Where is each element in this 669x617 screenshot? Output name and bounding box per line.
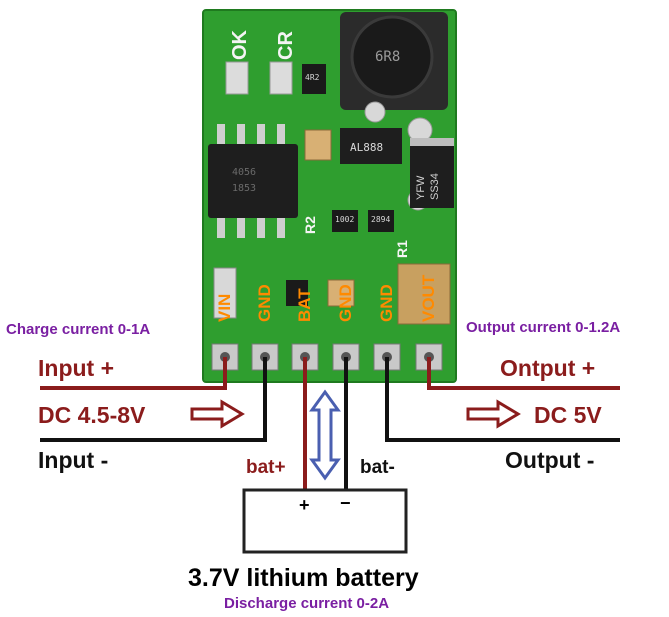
inductor-coil [350,15,434,99]
input-arrow [190,399,245,429]
inductor-marking: 6R8 [375,49,401,65]
battery-terminal-minus: − [340,493,351,513]
resistor-c-marking: 4R2 [305,73,320,82]
pad-a [364,101,386,123]
boost-ic-marking: AL888 [350,141,384,154]
led-ok [225,61,249,95]
pin-label-gnd-1: GND [255,284,274,322]
output-plus-label: Ontput + [500,355,596,381]
capacitor-a [304,129,332,161]
bat-minus-label: bat- [360,457,395,478]
diode [410,138,454,208]
output-voltage-label: DC 5V [534,402,602,428]
resistor-d [286,280,308,306]
silk-ok: OK [229,30,251,60]
silk-r2: R2 [302,216,318,234]
charger-ic-marking-b: 1853 [232,183,257,194]
pin-label-gnd-2: GND [336,284,355,322]
discharge-current-label: Discharge current 0-2A [224,595,390,612]
charger-ic-marking: 4056 [232,167,257,178]
pad-vin [213,267,237,319]
silk-cr: CR [275,31,297,60]
charger-ic [208,144,298,218]
battery-box [242,488,408,554]
diode-marking: SS34 [429,173,441,200]
resistor-b [368,210,394,232]
output-arrow [466,399,521,429]
charge-discharge-arrow [309,389,341,481]
battery-terminal-plus: + [299,495,310,515]
wire-output-plus [427,357,620,390]
diode-band [410,138,454,146]
output-minus-label: Output - [505,447,595,473]
resistor-a-marking: 1002 [335,215,355,224]
input-minus-label: Input - [38,447,109,473]
resistor-a [332,210,358,232]
silk-r1: R1 [394,240,410,258]
input-plus-label: Input + [38,355,115,381]
charge-current-label: Charge current 0-1A [6,321,151,338]
pin-header [211,343,443,371]
wire-input-plus [40,357,227,390]
resistor-c [302,64,326,94]
led-cr [269,61,293,95]
capacitor-c [397,263,451,325]
charger-ic-legs [217,124,285,238]
capacitor-b [327,279,355,307]
pin-label-vout: VOUT [419,274,438,322]
resistor-b-marking: 2894 [371,215,391,224]
diode-maker-marking: YFW [415,175,427,200]
pin-label-vin: VIN [215,293,234,322]
boost-ic [340,128,402,164]
pin-label-gnd-3: GND [377,284,396,322]
pin-label-bat: BAT [295,288,314,322]
wire-output-minus [385,357,620,442]
bat-plus-label: bat+ [246,457,286,478]
wire-input-minus [40,357,267,442]
output-current-label: Output current 0-1.2A [466,319,621,336]
input-voltage-label: DC 4.5-8V [38,402,146,428]
battery-label: 3.7V lithium battery [188,564,419,592]
